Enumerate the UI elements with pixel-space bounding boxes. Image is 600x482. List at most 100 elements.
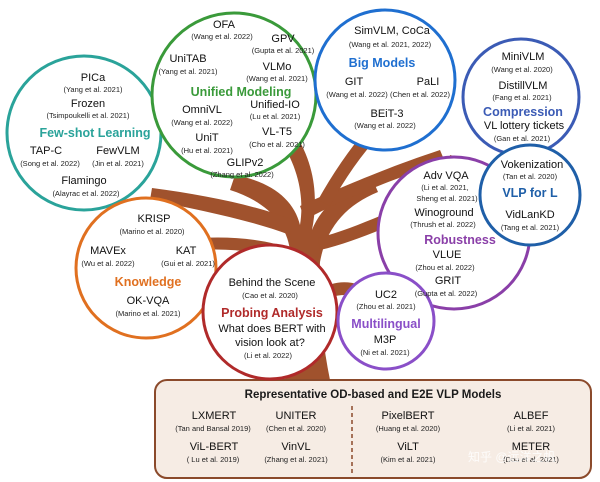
model-citation: (Zhang et al. 2021) (264, 455, 328, 464)
model-name: Flamingo (61, 175, 107, 187)
model-name: KRISP (137, 213, 171, 225)
model-name: GLIPv2 (226, 157, 264, 169)
model-citation: (Marino et al. 2021) (115, 309, 181, 318)
model-name: OFA (212, 19, 236, 31)
model-name: PICa (80, 72, 106, 84)
model-name: TAP-C (29, 145, 63, 157)
model-citation: (Fang et al. 2021) (492, 93, 552, 102)
model-citation: (Thrush et al. 2022) (410, 220, 476, 229)
model-name: UC2 (374, 289, 398, 301)
model-citation: (Gui et al. 2021) (161, 259, 215, 268)
model-name: OK-VQA (126, 295, 170, 307)
model-name: GIT (344, 76, 364, 88)
model-name: OmniVL (182, 104, 222, 116)
model-name: ViL-BERT (189, 441, 239, 453)
model-name: UNITER (275, 410, 317, 422)
model-citation: (Gupta et al. 2021) (251, 46, 315, 55)
model-name: MiniVLM (501, 51, 545, 63)
model-name: Vokenization (500, 159, 564, 171)
model-citation: (Wang et al. 2021, 2022) (348, 40, 432, 49)
model-citation: (Wang et al. 2020) (491, 65, 553, 74)
model-citation: (Cao et al. 2020) (242, 291, 298, 300)
model-name: VinVL (281, 441, 311, 453)
model-citation: (Wang et al. 2021) (246, 74, 308, 83)
model-name: MAVEx (90, 245, 126, 257)
model-name: VLMo (262, 61, 292, 73)
vlp-for-l-circle (478, 143, 582, 247)
model-name: GRIT (434, 275, 462, 287)
model-citation: (Cho et al. 2021) (249, 140, 305, 149)
model-citation: (Wang et al. 2022) (354, 121, 416, 130)
model-name: VL lottery tickets (483, 120, 565, 132)
model-citation: (Wang et al. 2022) (191, 32, 253, 41)
model-citation: (Song et al. 2022) (20, 159, 80, 168)
category-label-few-shot: Few-shot Learning (39, 126, 151, 140)
model-citation: (Li et al. 2022) (244, 351, 292, 360)
probing-analysis-circle (201, 243, 339, 381)
category-label-multilingual: Multilingual (351, 317, 421, 331)
model-name: M3P (373, 334, 397, 346)
model-citation: (Tan et al. 2020) (502, 172, 558, 181)
model-citation: (Dou et al. 2021) (503, 455, 559, 464)
model-name: FewVLM (96, 145, 140, 157)
model-citation: (Huang et al. 2020) (375, 424, 441, 433)
watermark-text: 知乎 @远洋之帆 (468, 450, 556, 464)
model-name: PixelBERT (381, 410, 435, 422)
model-name: PaLI (416, 76, 440, 88)
model-citation: (Lu et al. 2021) (249, 112, 301, 121)
multilingual-circle (336, 271, 436, 371)
model-name: VidLanKD (505, 209, 555, 221)
model-citation: (Chen et al. 2020) (265, 424, 327, 433)
model-name: Unified-IO (250, 99, 300, 111)
model-name: GPV (271, 33, 295, 45)
model-citation: (Wu et al. 2022) (81, 259, 135, 268)
bottom-box-title: Representative OD-based and E2E VLP Mode… (244, 389, 502, 401)
model-citation: (Ni et al. 2021) (360, 348, 410, 357)
category-label-probing: Probing Analysis (221, 306, 323, 320)
model-name: Behind the Scene (228, 277, 316, 289)
model-name: ViLT (397, 441, 419, 453)
model-name: ALBEF (513, 410, 549, 422)
model-name: METER (511, 441, 551, 453)
model-citation: (Wang et al. 2022) (171, 118, 233, 127)
model-citation: (Zhang et al. 2022) (210, 170, 274, 179)
model-citation: (Wang et al. 2022) (326, 90, 388, 99)
category-label-knowledge: Knowledge (114, 275, 182, 289)
model-citation: ( Lu et al. 2019) (186, 455, 240, 464)
model-citation: (Tsimpoukelli et al. 2021) (46, 111, 130, 120)
model-citation: (Li et al. 2021, (421, 183, 469, 192)
model-citation: (Jin et al. 2021) (92, 159, 144, 168)
model-name: LXMERT (191, 410, 237, 422)
category-label-big-models: Big Models (348, 56, 416, 70)
knowledge-circle (74, 196, 218, 340)
category-label-robustness: Robustness (424, 233, 496, 247)
model-citation: (Chen et al. 2022) (389, 90, 451, 99)
bottom-box-frame (154, 379, 592, 479)
model-name: What does BERT with (218, 323, 326, 335)
model-citation: (Hu et al. 2021) (181, 146, 233, 155)
category-label-compression: Compression (483, 105, 563, 119)
model-citation: (Zhou et al. 2022) (415, 263, 475, 272)
model-name: Frozen (70, 98, 106, 110)
category-label-vlp-for-l: VLP for L (502, 186, 558, 200)
model-citation: (Kim et al. 2021) (380, 455, 436, 464)
model-name: BEiT-3 (370, 108, 404, 120)
model-name: SimVLM, CoCa (354, 25, 430, 37)
big-models-circle (313, 8, 457, 152)
model-citation: (Gupta et al. 2022) (414, 289, 478, 298)
category-label-unified: Unified Modeling (190, 85, 292, 99)
model-citation: (Gan et al. 2021) (493, 134, 551, 143)
model-name: DistillVLM (498, 80, 548, 92)
model-citation: (Zhou et al. 2021) (356, 302, 416, 311)
model-citation: (Yang et al. 2021) (158, 67, 218, 76)
model-citation: (Marino et al. 2020) (119, 227, 185, 236)
model-name: UniT (195, 132, 219, 144)
model-name: Adv VQA (423, 170, 469, 182)
model-citation: (Tang et al. 2021) (500, 223, 560, 232)
model-name: UniTAB (169, 53, 207, 65)
model-citation: Sheng et al. 2021) (416, 194, 478, 203)
model-name: Winoground (414, 207, 474, 219)
model-citation: (Yang et al. 2021) (63, 85, 123, 94)
